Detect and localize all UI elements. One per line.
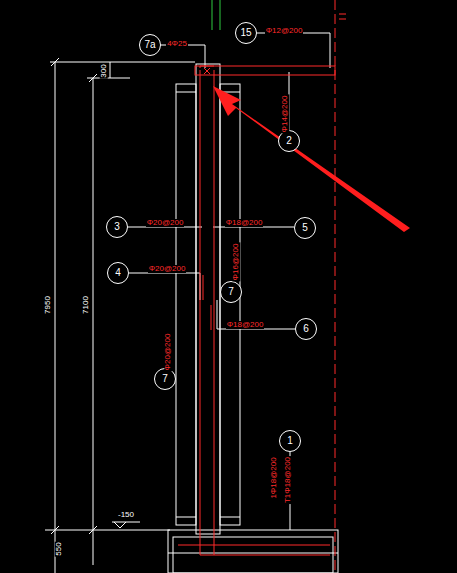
callout-number: 1: [287, 436, 293, 446]
callout-circle: 7a: [139, 34, 161, 56]
callout-circle: 1: [279, 430, 301, 452]
callout-number: 7: [228, 287, 234, 297]
callout-number: 4: [115, 268, 121, 278]
callout-number: 3: [114, 222, 120, 232]
rebar-spec: Φ20@200: [148, 265, 187, 273]
callout-circle: 7: [220, 281, 242, 303]
dimension: 7950: [44, 295, 52, 315]
callout-number: 6: [303, 324, 309, 334]
callout-number: 7a: [144, 40, 155, 50]
callout-circle: 15: [235, 22, 257, 44]
rebar-spec: Φ18@200: [226, 321, 265, 329]
rebar-spec: Φ20@200: [146, 219, 185, 227]
rebar-spec: 1Φ18@200: [270, 456, 278, 499]
dimension: 550: [55, 541, 63, 556]
callout-circle: 5: [294, 217, 316, 239]
elevation-mark: -150: [117, 511, 135, 519]
callout-number: 7: [162, 374, 168, 384]
callout-number: 15: [240, 28, 251, 38]
rebar-spec: Φ16@200: [232, 243, 240, 282]
rebar-spec: Φ18@200: [225, 219, 264, 227]
rebar-spec: 4Φ25: [166, 40, 188, 48]
callout-number: 5: [302, 223, 308, 233]
dimension: 300: [100, 63, 108, 78]
rebar-spec: Φ20@200: [164, 333, 172, 372]
callout-number: 2: [286, 136, 292, 146]
callout-circle: 4: [107, 262, 129, 284]
rebar-spec: Φ12@200: [265, 27, 304, 35]
dimension: 7100: [82, 295, 90, 315]
callout-circle: 6: [295, 318, 317, 340]
callout-circle: 3: [106, 216, 128, 238]
rebar-spec: Φ14@200: [281, 95, 289, 134]
rebar-spec: T1Φ18@200: [284, 456, 292, 504]
